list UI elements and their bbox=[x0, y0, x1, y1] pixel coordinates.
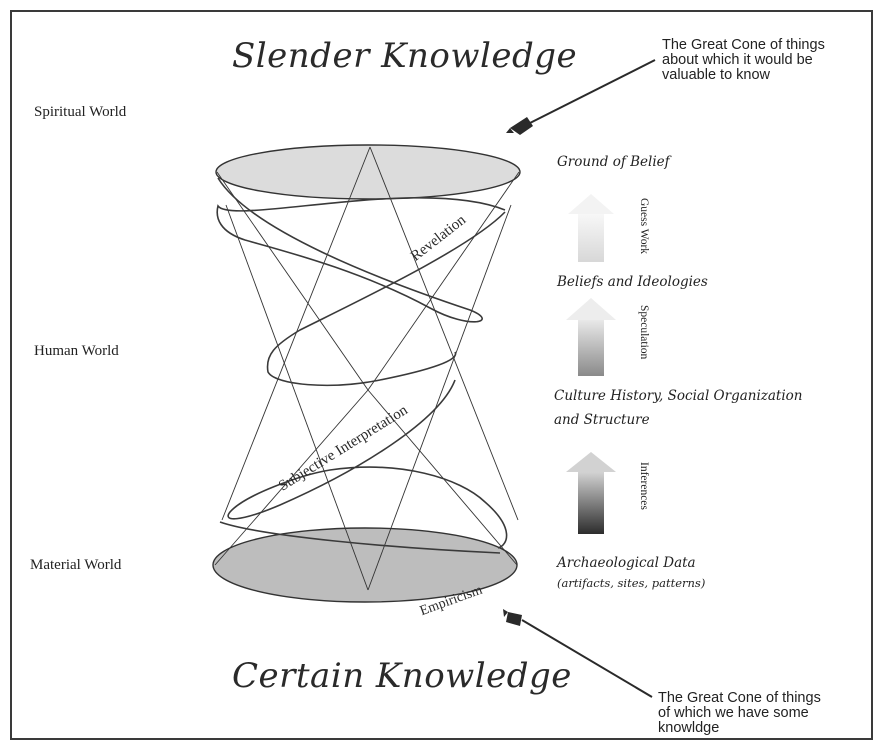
level-archaeological-data: Archaeological Data bbox=[557, 556, 696, 572]
level-beliefs-ideologies: Beliefs and Ideologies bbox=[557, 275, 708, 291]
title-certain-knowledge: Certain Knowledge bbox=[232, 657, 572, 696]
cone-outline-lines bbox=[215, 147, 519, 590]
arrow-label-inferences: Inferences bbox=[637, 462, 650, 510]
note-great-cone-valuable: The Great Cone of things about which it … bbox=[662, 38, 825, 84]
label-material-world: Material World bbox=[30, 557, 121, 574]
label-human-world: Human World bbox=[34, 343, 119, 360]
level-ground-of-belief: Ground of Belief bbox=[557, 155, 670, 171]
arrow-speculation bbox=[566, 298, 616, 376]
level-culture-structure: and Structure bbox=[554, 413, 650, 429]
note-great-cone-knowledge: The Great Cone of things of which we hav… bbox=[658, 691, 821, 737]
arrow-label-speculation: Speculation bbox=[637, 305, 650, 359]
level-culture-history: Culture History, Social Organization bbox=[554, 389, 803, 405]
arrow-guess-work bbox=[568, 194, 614, 262]
arrow-label-guess-work: Guess Work bbox=[637, 198, 650, 254]
title-slender-knowledge: Slender Knowledge bbox=[232, 37, 577, 76]
label-spiritual-world: Spiritual World bbox=[34, 104, 126, 121]
arrow-inferences bbox=[566, 452, 616, 534]
level-archaeological-sub: (artifacts, sites, patterns) bbox=[557, 577, 705, 590]
